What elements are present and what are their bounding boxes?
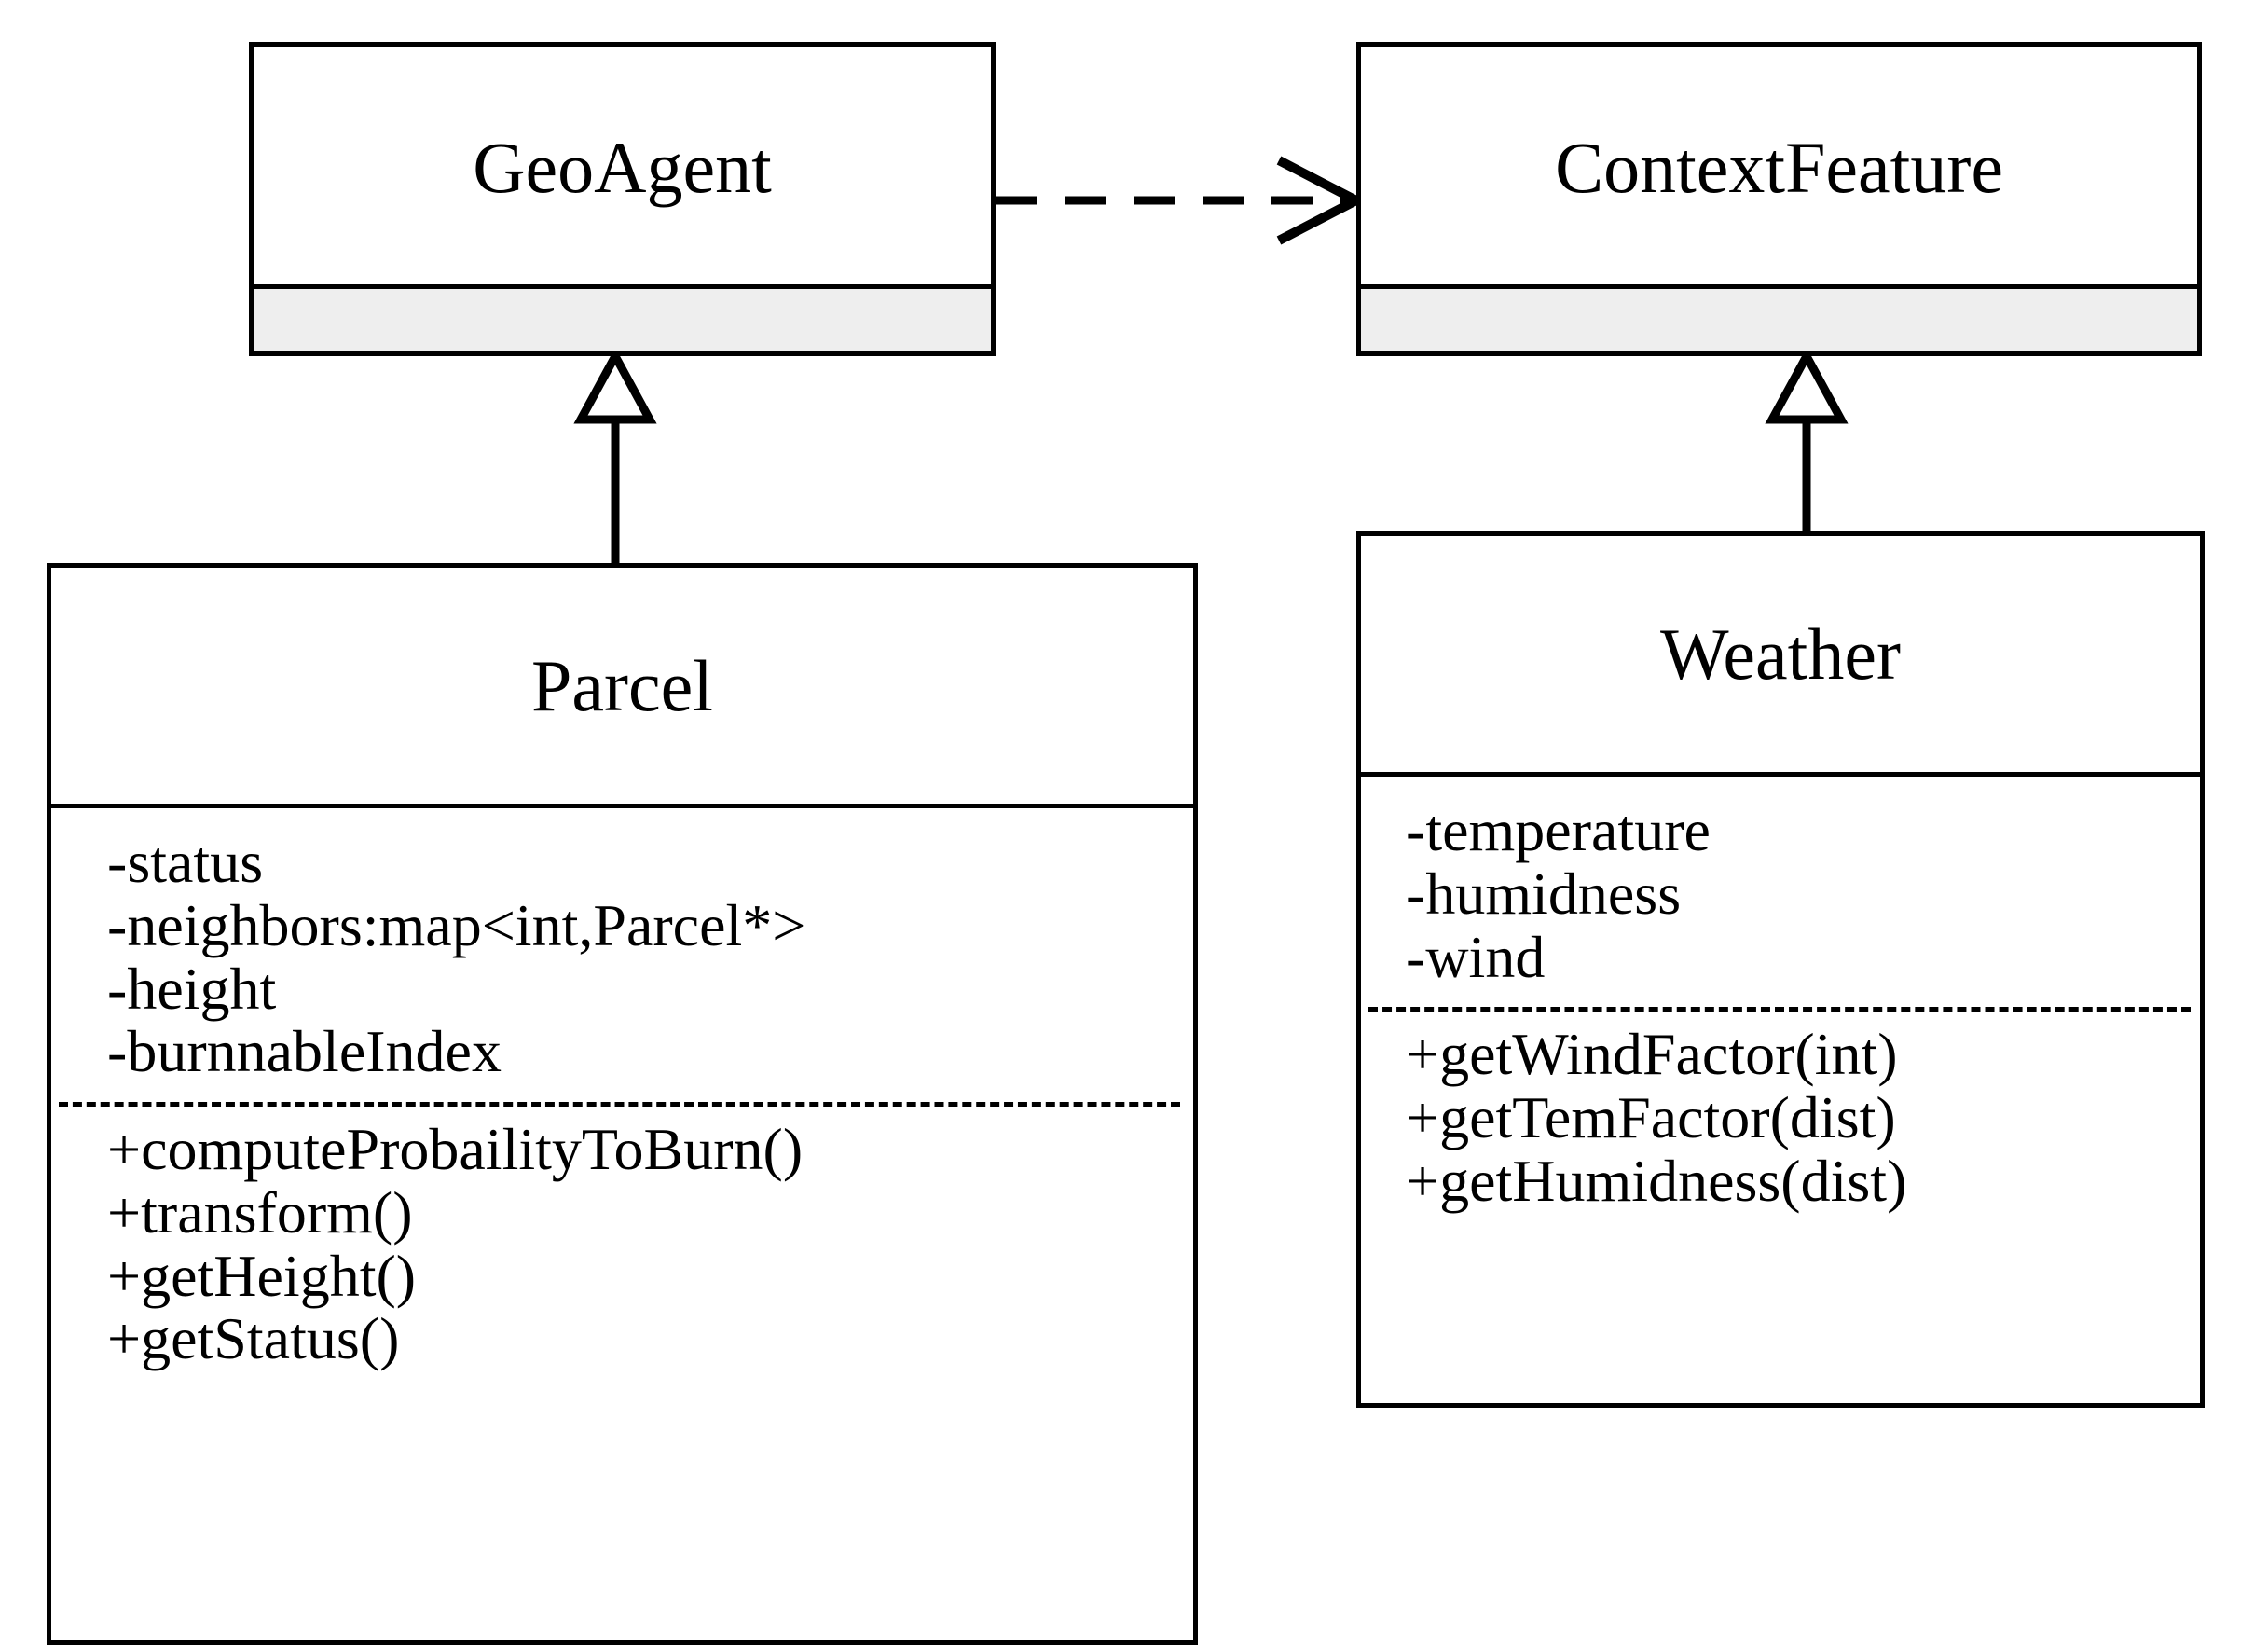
class-empty-compartment-geoagent <box>254 284 991 351</box>
dependency-open-arrowhead <box>1276 156 1367 245</box>
method-item: +getWindFactor(int) <box>1406 1021 1898 1087</box>
attribute-method-separator-weather <box>1368 1007 2191 1012</box>
method-item: +getHeight() <box>107 1242 417 1309</box>
class-name-contextfeature: ContextFeature <box>1555 127 2003 208</box>
generalization-arrow-parcel-geoagent <box>573 347 657 565</box>
generalization-arrow-weather-contextfeature <box>1765 347 1849 533</box>
class-title-area-geoagent: GeoAgent <box>254 47 991 289</box>
class-name-geoagent: GeoAgent <box>473 127 772 208</box>
methods-compartment-weather: +getWindFactor(int) +getTemFactor(dist) … <box>1361 1023 2200 1212</box>
attributes-compartment-parcel: -status -neighbors:map<int,Parcel*> -hei… <box>51 831 1193 1083</box>
class-box-weather[interactable]: Weather -temperature -humidness -wind +g… <box>1356 531 2205 1408</box>
class-name-parcel: Parcel <box>531 644 713 726</box>
method-list-weather: +getWindFactor(int) +getTemFactor(dist) … <box>1406 1023 2200 1212</box>
attribute-method-separator-parcel <box>59 1102 1180 1107</box>
attribute-item: -burnnableIndex <box>107 1018 502 1085</box>
generalization-hollow-triangle-right <box>1765 347 1849 424</box>
class-box-contextfeature[interactable]: ContextFeature <box>1356 42 2202 356</box>
attribute-item: -height <box>107 955 277 1022</box>
method-list-parcel: +computeProbailityToBurn() +transform() … <box>107 1118 1193 1370</box>
class-name-weather: Weather <box>1660 613 1901 695</box>
method-item: +getHumidness(dist) <box>1406 1147 1907 1214</box>
attribute-item: -wind <box>1406 923 1546 990</box>
method-item: +getTemFactor(dist) <box>1406 1083 1896 1150</box>
dependency-arrow-geoagent-contextfeature <box>996 156 1367 245</box>
attribute-item: -humidness <box>1406 860 1682 927</box>
attribute-list-weather: -temperature -humidness -wind <box>1406 799 2200 988</box>
method-item: +transform() <box>107 1178 413 1246</box>
method-item: +computeProbailityToBurn() <box>107 1116 804 1182</box>
attribute-item: -neighbors:map<int,Parcel*> <box>107 891 806 958</box>
method-item: +getStatus() <box>107 1305 400 1372</box>
class-title-area-parcel: Parcel <box>51 568 1193 808</box>
class-box-parcel[interactable]: Parcel -status -neighbors:map<int,Parcel… <box>47 563 1198 1645</box>
methods-compartment-parcel: +computeProbailityToBurn() +transform() … <box>51 1118 1193 1370</box>
attribute-item: -status <box>107 829 264 895</box>
generalization-hollow-triangle-left <box>573 347 657 424</box>
class-empty-compartment-contextfeature <box>1361 284 2197 351</box>
attribute-list-parcel: -status -neighbors:map<int,Parcel*> -hei… <box>107 831 1193 1083</box>
class-title-area-weather: Weather <box>1361 536 2200 777</box>
class-title-area-contextfeature: ContextFeature <box>1361 47 2197 289</box>
class-box-geoagent[interactable]: GeoAgent <box>249 42 996 356</box>
attributes-compartment-weather: -temperature -humidness -wind <box>1361 799 2200 988</box>
attribute-item: -temperature <box>1406 797 1711 863</box>
